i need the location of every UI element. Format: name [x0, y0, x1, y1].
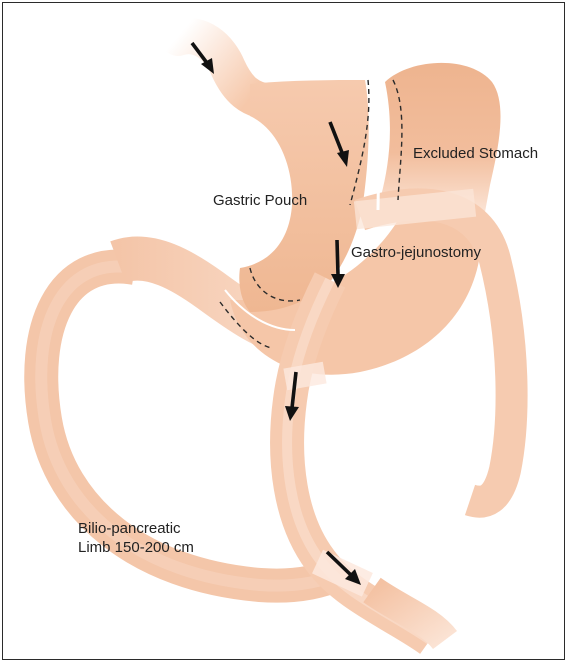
gastric-pouch-label: Gastric Pouch [213, 191, 307, 210]
biliopancreatic-label-line1: Bilio-pancreatic [78, 519, 194, 538]
biliopancreatic-limb-label: Bilio-pancreatic Limb 150-200 cm [78, 519, 194, 557]
excluded-stomach-label: Excluded Stomach [413, 144, 538, 163]
gastro-jejunostomy-label: Gastro-jejunostomy [351, 243, 481, 262]
biliopancreatic-label-line2: Limb 150-200 cm [78, 538, 194, 557]
